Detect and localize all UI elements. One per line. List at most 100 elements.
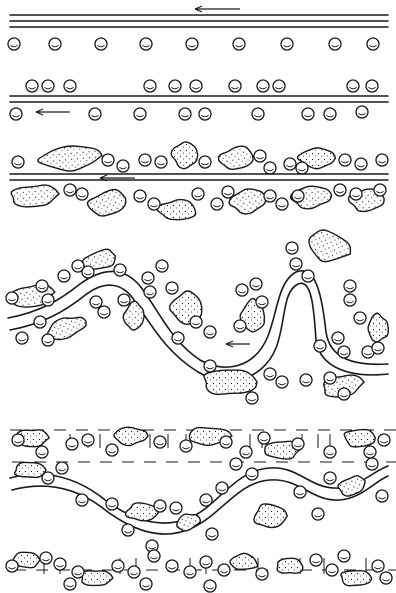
flow-arrow xyxy=(195,6,240,12)
grain-sphere xyxy=(117,160,129,172)
grain-sphere xyxy=(380,572,392,584)
grain-sphere xyxy=(292,438,304,450)
grain-sphere xyxy=(155,156,167,168)
grain-sphere xyxy=(233,38,245,50)
grain-sphere xyxy=(218,564,230,576)
grain-sphere xyxy=(200,494,212,506)
grain-sphere xyxy=(372,560,384,572)
grain-sphere xyxy=(222,186,234,198)
sediment-clast xyxy=(204,370,257,394)
grain-sphere xyxy=(82,266,94,278)
grain-sphere xyxy=(76,188,88,200)
grain-sphere xyxy=(216,482,228,494)
grain-sphere xyxy=(89,108,101,120)
grain-sphere xyxy=(142,272,154,284)
grain-sphere xyxy=(281,38,293,50)
channel-wall xyxy=(12,476,388,534)
grain-sphere xyxy=(302,270,314,282)
grain-sphere xyxy=(112,560,124,572)
grain-sphere xyxy=(166,560,178,572)
grain-sphere xyxy=(374,184,386,196)
grain-sphere xyxy=(170,502,182,514)
grain-sphere xyxy=(264,162,276,174)
grain-sphere xyxy=(290,258,302,270)
sediment-clast xyxy=(86,187,129,219)
grain-sphere xyxy=(102,154,114,166)
grain-sphere xyxy=(40,552,52,564)
grain-sphere xyxy=(128,566,140,578)
grain-sphere xyxy=(367,38,379,50)
grain-sphere xyxy=(144,80,156,92)
grain-sphere xyxy=(326,564,338,576)
grain-sphere xyxy=(90,296,102,308)
grain-sphere xyxy=(106,444,118,456)
grain-sphere xyxy=(199,108,211,120)
grain-sphere xyxy=(122,524,134,536)
grain-sphere xyxy=(156,260,168,272)
grain-sphere xyxy=(184,566,196,578)
grain-sphere xyxy=(356,106,368,118)
sediment-clast xyxy=(254,504,287,528)
grain-sphere xyxy=(339,154,351,166)
grain-sphere xyxy=(236,284,248,296)
grain-sphere xyxy=(364,446,376,458)
sediment-clast xyxy=(368,313,388,341)
grain-sphere xyxy=(180,440,192,452)
grain-sphere xyxy=(42,334,54,346)
grain-sphere xyxy=(312,508,324,520)
grain-sphere xyxy=(134,190,146,202)
grain-sphere xyxy=(64,80,76,92)
grain-sphere xyxy=(58,270,70,282)
grain-sphere xyxy=(296,162,308,174)
sediment-clast xyxy=(344,430,375,447)
grain-sphere xyxy=(276,198,288,210)
grain-sphere xyxy=(12,156,24,168)
grain-sphere xyxy=(264,190,276,202)
sediment-clast xyxy=(114,427,148,445)
grain-sphere xyxy=(376,154,388,166)
grain-sphere xyxy=(211,198,223,210)
grain-sphere xyxy=(34,316,46,328)
grain-sphere xyxy=(12,434,24,446)
grain-sphere xyxy=(372,342,384,354)
panel-5 xyxy=(6,427,396,592)
sediment-clast xyxy=(157,200,196,220)
grain-sphere xyxy=(190,316,202,328)
sediment-clast xyxy=(11,184,60,209)
grain-sphere xyxy=(140,578,152,590)
grain-sphere xyxy=(310,554,322,566)
grain-sphere xyxy=(204,326,216,338)
grain-sphere xyxy=(284,158,296,170)
grain-sphere xyxy=(190,80,202,92)
grain-sphere xyxy=(338,550,350,562)
sediment-clast xyxy=(81,571,112,586)
sediment-clast xyxy=(337,473,369,498)
grain-sphere xyxy=(286,242,298,254)
grain-sphere xyxy=(366,80,378,92)
grain-sphere xyxy=(332,332,344,344)
grain-sphere xyxy=(230,458,242,470)
grain-sphere xyxy=(264,368,276,380)
sediment-clast xyxy=(277,558,303,573)
grain-sphere xyxy=(66,438,78,450)
grain-sphere xyxy=(42,472,54,484)
grain-sphere xyxy=(246,468,258,480)
grain-sphere xyxy=(49,38,61,50)
grain-sphere xyxy=(347,80,359,92)
grain-sphere xyxy=(16,332,28,344)
grain-sphere xyxy=(324,108,336,120)
grain-sphere xyxy=(6,292,18,304)
grain-sphere xyxy=(204,360,216,372)
grain-sphere xyxy=(36,280,48,292)
grain-sphere xyxy=(366,458,378,470)
grain-sphere xyxy=(179,108,191,120)
grain-sphere xyxy=(42,80,54,92)
grain-sphere xyxy=(229,80,241,92)
grain-sphere xyxy=(344,294,356,306)
grain-sphere xyxy=(329,38,341,50)
grain-sphere xyxy=(276,376,288,388)
grain-sphere xyxy=(118,294,130,306)
grain-sphere xyxy=(72,566,84,578)
grain-sphere xyxy=(258,432,270,444)
grain-sphere xyxy=(273,80,285,92)
